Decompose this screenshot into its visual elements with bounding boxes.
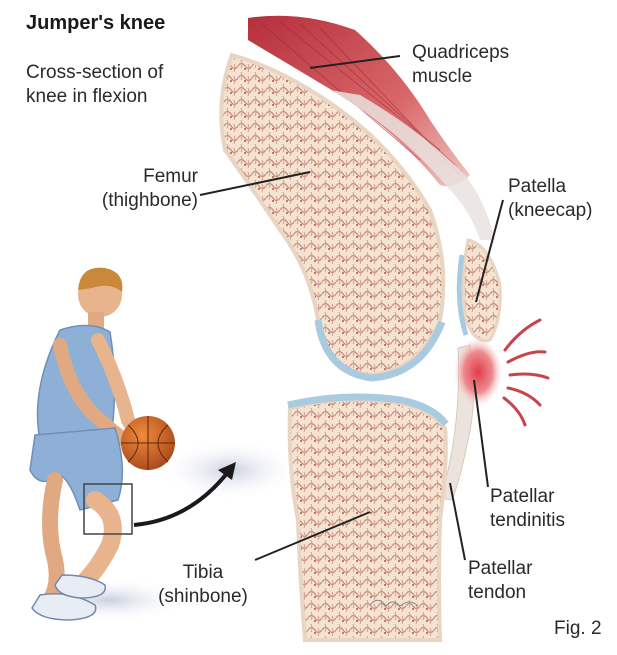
quadriceps-label-line-1: Quadriceps — [412, 42, 509, 64]
tendon-leader-line — [450, 483, 465, 560]
tibia-label-line-1: Tibia — [148, 562, 258, 584]
subtitle-line-1: Cross-section of — [26, 62, 163, 84]
femur-label-line-2: (thighbone) — [60, 190, 198, 212]
tendon-label-line-2: tendon — [468, 582, 526, 604]
tendinitis-label-line-1: Patellar — [490, 486, 554, 508]
femur-label-line-1: Femur — [60, 166, 198, 188]
tibia-bone — [288, 397, 446, 640]
tendon-label-line-1: Patellar — [468, 558, 532, 580]
pain-rays — [504, 320, 548, 425]
quadriceps-label-line-2: muscle — [412, 66, 472, 88]
figure-label: Fig. 2 — [554, 618, 602, 640]
subtitle-line-2: knee in flexion — [26, 86, 147, 108]
diagram-title: Jumper's knee — [26, 12, 165, 34]
patella-label-line-1: Patella — [508, 176, 566, 198]
tibia-label-line-2: (shinbone) — [148, 586, 258, 608]
tendinitis-label-line-2: tendinitis — [490, 510, 565, 532]
patella-label-line-2: (kneecap) — [508, 200, 593, 222]
inflammation-area — [454, 338, 502, 406]
